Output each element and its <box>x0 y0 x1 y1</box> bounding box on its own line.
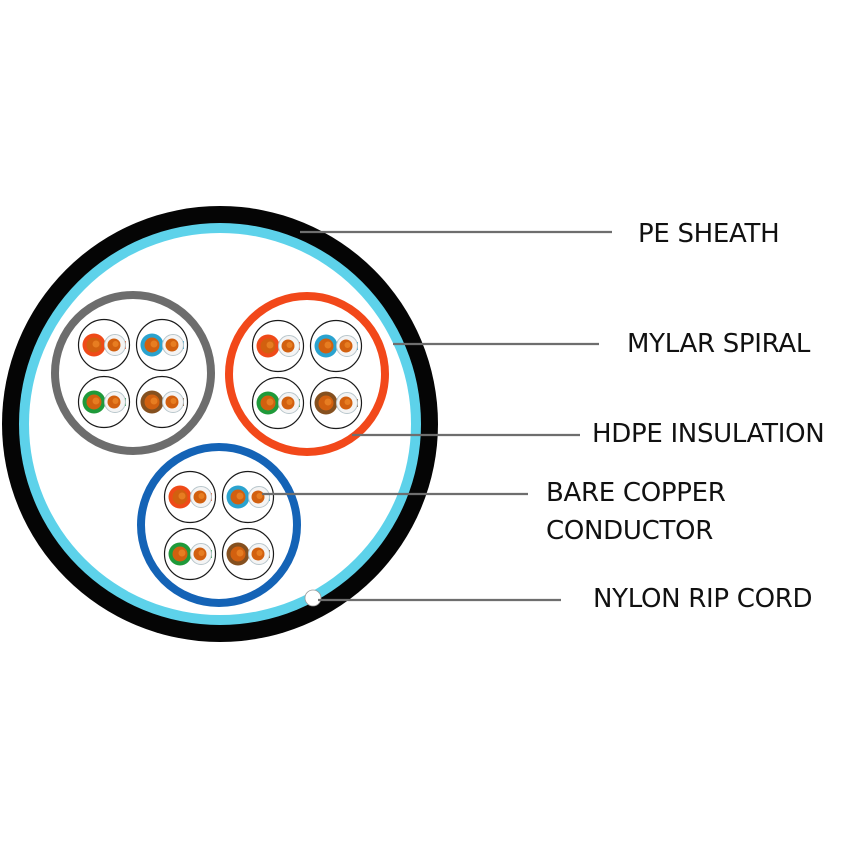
twisted-pair-brown <box>309 376 363 430</box>
copper-highlight <box>198 550 205 556</box>
pair-group-gray <box>51 291 215 455</box>
copper-highlight <box>92 340 100 348</box>
copper-highlight <box>178 549 186 557</box>
label-pe-sheath: PE SHEATH <box>638 215 780 253</box>
label-mylar-spiral-text: MYLAR SPIRAL <box>627 329 811 359</box>
label-nylon-rip-cord-text: NYLON RIP CORD <box>593 584 813 614</box>
twisted-pair-brown <box>221 527 275 581</box>
leader-lines <box>262 230 612 602</box>
copper-highlight <box>178 492 186 500</box>
label-hdpe-insulation-text: HDPE INSULATION <box>592 419 825 449</box>
copper-highlight <box>170 398 177 404</box>
cable-body <box>2 206 438 642</box>
label-nylon-rip-cord: NYLON RIP CORD <box>593 580 813 618</box>
twisted-pair-green <box>77 375 131 429</box>
copper-highlight <box>286 399 293 405</box>
label-bare-copper-line1: BARE COPPER <box>546 478 726 508</box>
twisted-pair-orange <box>77 318 131 372</box>
cable-core <box>29 233 411 615</box>
twisted-pair-green <box>251 376 305 430</box>
twisted-pair-green <box>163 527 217 581</box>
copper-highlight <box>236 492 244 500</box>
copper-highlight <box>236 549 244 557</box>
copper-highlight <box>256 493 263 499</box>
copper-highlight <box>170 341 177 347</box>
hdpe-insulation-ring <box>137 443 301 607</box>
hdpe-insulation-ring <box>225 292 389 456</box>
copper-highlight <box>256 550 263 556</box>
copper-highlight <box>266 341 274 349</box>
twisted-pair-blue <box>135 318 189 372</box>
twisted-pair-blue <box>221 470 275 524</box>
twisted-pair-brown <box>135 375 189 429</box>
twisted-pair-orange <box>163 470 217 524</box>
twisted-pair-blue <box>309 319 363 373</box>
pair-group-blue <box>137 443 301 607</box>
nylon-rip-cord <box>304 589 322 607</box>
copper-highlight <box>150 340 158 348</box>
copper-highlight <box>112 341 119 347</box>
copper-highlight <box>198 493 205 499</box>
copper-highlight <box>266 398 274 406</box>
copper-highlight <box>92 397 100 405</box>
label-hdpe-insulation: HDPE INSULATION <box>592 415 825 453</box>
hdpe-insulation-ring <box>51 291 215 455</box>
copper-highlight <box>286 342 293 348</box>
label-pe-sheath-text: PE SHEATH <box>638 219 780 249</box>
label-bare-copper-conductor: BARE COPPER CONDUCTOR <box>546 474 726 550</box>
copper-highlight <box>150 397 158 405</box>
label-bare-copper-line2: CONDUCTOR <box>546 516 713 546</box>
copper-highlight <box>112 398 119 404</box>
copper-highlight <box>324 341 332 349</box>
copper-highlight <box>344 399 351 405</box>
copper-highlight <box>324 398 332 406</box>
copper-highlight <box>344 342 351 348</box>
pair-group-orange <box>225 292 389 456</box>
label-mylar-spiral: MYLAR SPIRAL <box>627 325 810 363</box>
twisted-pair-orange <box>251 319 305 373</box>
